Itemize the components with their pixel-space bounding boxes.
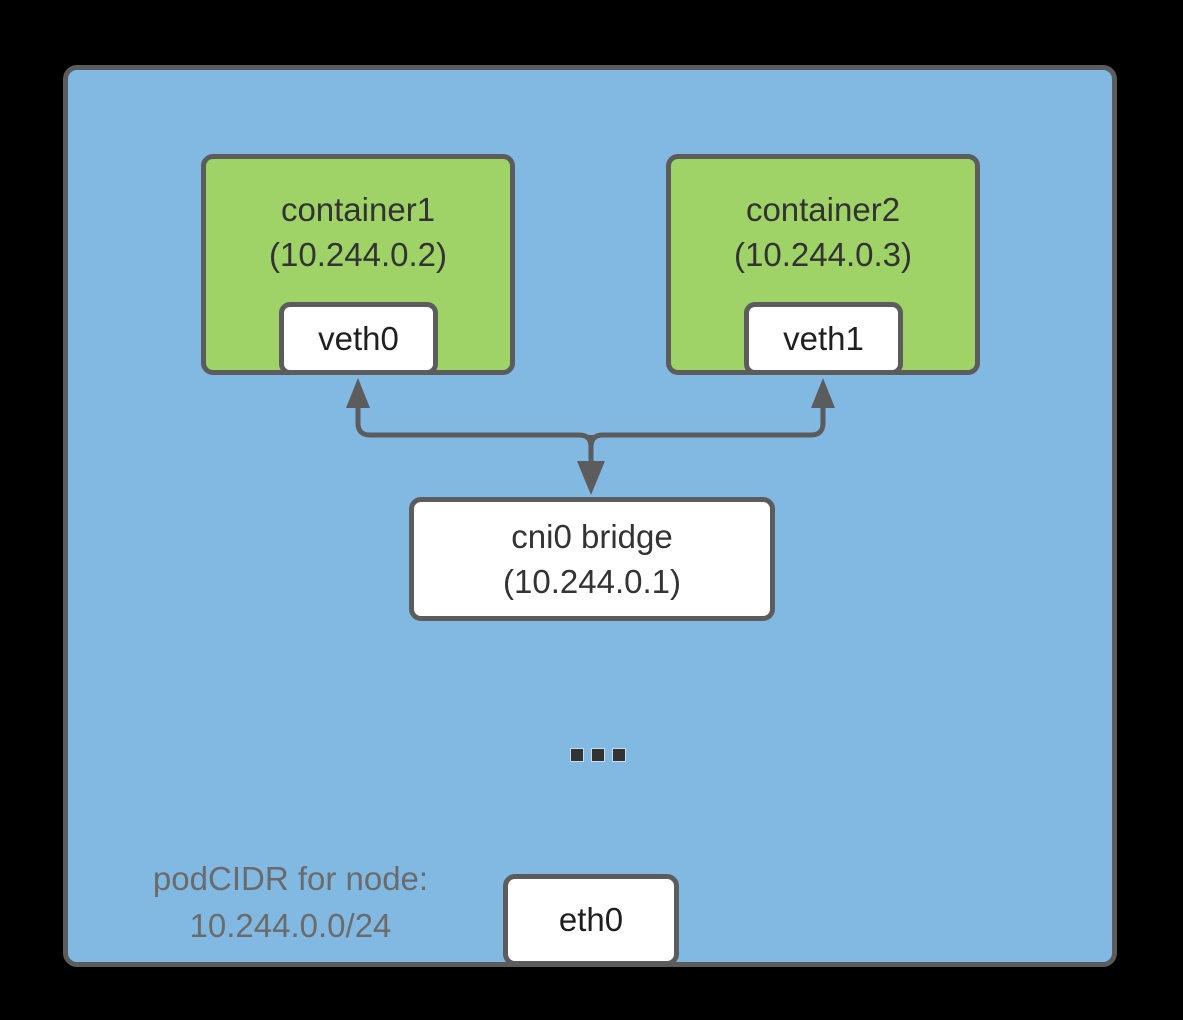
veth1-box[interactable]: veth1 [744, 302, 903, 375]
eth0-label: eth0 [558, 901, 624, 938]
veth0-box[interactable]: veth0 [279, 302, 438, 375]
ellipsis-dot-3 [612, 748, 626, 762]
cni0-bridge-ip: (10.244.0.1) [503, 563, 681, 600]
container1-name: container1 [280, 191, 436, 228]
veth0-label: veth0 [318, 319, 399, 357]
ellipsis-dot-2 [591, 748, 605, 762]
eth0-box[interactable]: eth0 [503, 874, 679, 966]
podcidr-caption-line1: podCIDR for node: [152, 860, 429, 897]
container2-ip: (10.244.0.3) [734, 236, 912, 273]
container2-name: container2 [745, 191, 901, 228]
cni0-bridge-name: cni0 bridge [511, 518, 673, 555]
veth1-label: veth1 [783, 319, 864, 357]
container1-label: container1 (10.244.0.2) [206, 187, 510, 277]
container2-label: container2 (10.244.0.3) [671, 187, 975, 277]
podcidr-caption-line2: 10.244.0.0/24 [189, 907, 392, 944]
container2-box[interactable]: container2 (10.244.0.3) veth1 [666, 154, 980, 375]
podcidr-caption: podCIDR for node: 10.244.0.0/24 [113, 855, 468, 949]
container1-ip: (10.244.0.2) [269, 236, 447, 273]
ellipsis-dot-1 [570, 748, 584, 762]
container1-box[interactable]: container1 (10.244.0.2) veth0 [201, 154, 515, 375]
ellipsis-icon [570, 748, 626, 762]
cni0-bridge-box[interactable]: cni0 bridge (10.244.0.1) [409, 497, 775, 621]
